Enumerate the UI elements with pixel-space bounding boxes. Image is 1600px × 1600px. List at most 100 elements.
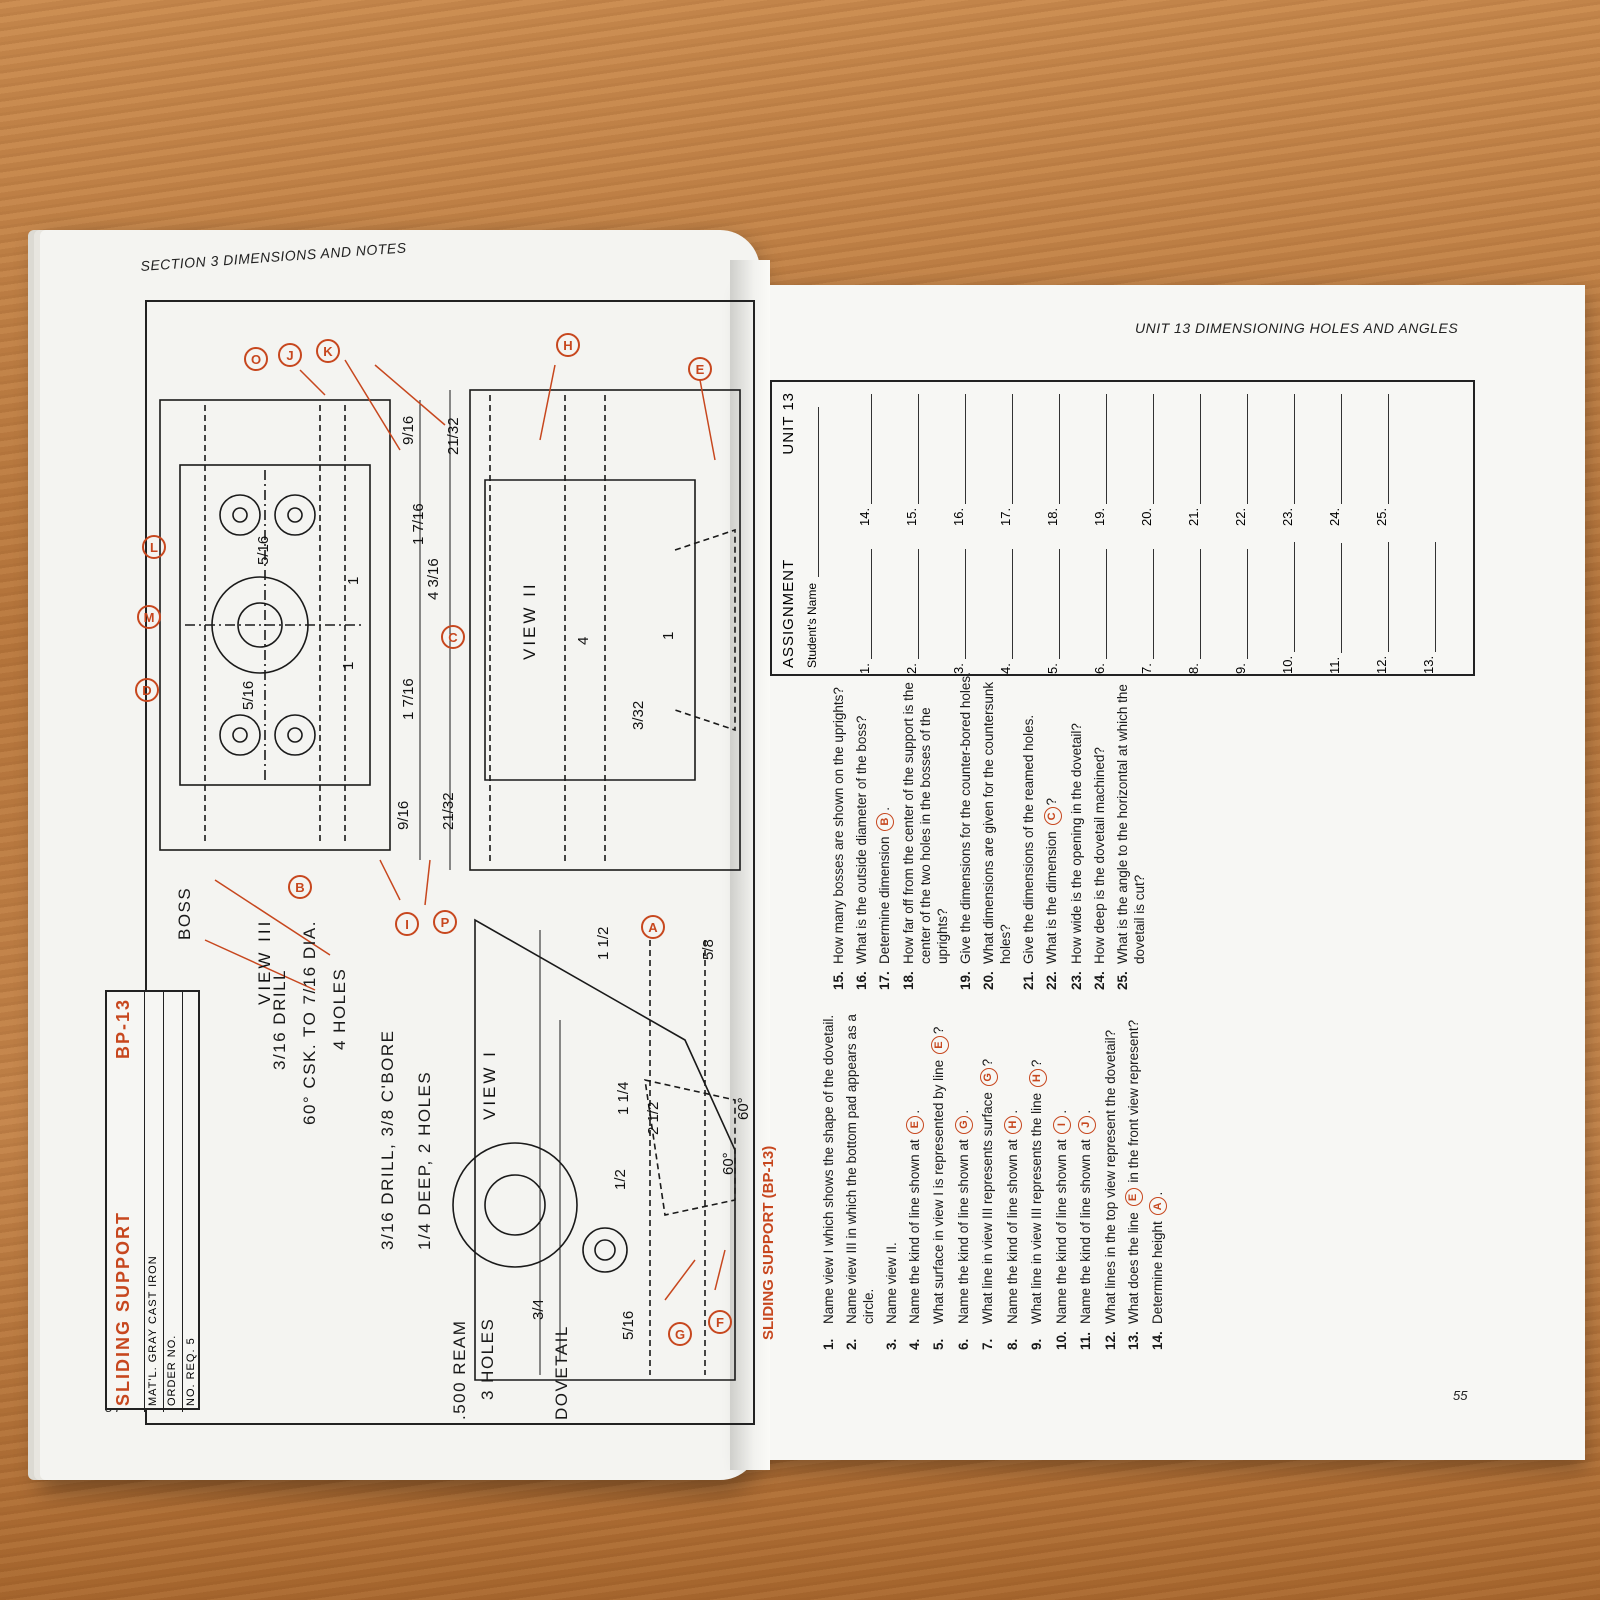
callout-f: F	[708, 1310, 732, 1334]
inline-callout: G	[955, 1115, 974, 1134]
answer-line[interactable]	[1281, 393, 1295, 504]
callout-b: B	[288, 875, 312, 899]
answer-line[interactable]	[952, 393, 966, 504]
answer-line[interactable]	[1422, 541, 1436, 652]
answer-blank: 13.	[1389, 530, 1436, 678]
assignment-title: ASSIGNMENT	[780, 558, 797, 668]
question-number: 1.	[821, 1338, 836, 1350]
question-number: 17.	[877, 971, 892, 990]
question-text: What lines in the top view represent the…	[1102, 1029, 1118, 1324]
view3-label: VIEW III	[255, 918, 274, 1005]
question-item: 21.Give the dimensions of the reamed hol…	[1020, 650, 1037, 990]
answer-line[interactable]	[1328, 393, 1342, 504]
answer-line[interactable]	[858, 549, 872, 660]
answer-line[interactable]	[1140, 549, 1154, 660]
note-drill-cbore-deep: 1/4 DEEP, 2 HOLES	[415, 1070, 434, 1250]
answer-number: 12.	[1374, 655, 1389, 674]
question-item: 23.How wide is the opening in the doveta…	[1068, 650, 1085, 990]
questions-column-1: 1. Name view I which shows the shape of t…	[820, 1010, 1173, 1350]
right-page-header: UNIT 13 DIMENSIONING HOLES AND ANGLES	[1135, 320, 1459, 336]
question-item: 14.Determine height A.	[1149, 1010, 1168, 1350]
answer-line[interactable]	[1187, 393, 1201, 504]
answer-number: 18.	[1045, 507, 1060, 526]
answer-number: 21.	[1186, 507, 1201, 526]
dim-1-7-16-b: 1 7/16	[410, 503, 427, 545]
view2-outline	[469, 389, 741, 871]
question-item: 25.What is the angle to the horizontal a…	[1114, 650, 1148, 990]
note-dovetail: DOVETAIL	[552, 1325, 571, 1420]
question-number: 11.	[1078, 1331, 1094, 1350]
question-item: 13.What does the line E in the front vie…	[1124, 1010, 1143, 1350]
view3-pad	[179, 464, 371, 786]
question-number: 8.	[1004, 1338, 1020, 1350]
answer-line[interactable]	[858, 393, 872, 504]
answer-line[interactable]	[1046, 549, 1060, 660]
material-label: MAT'L.	[147, 1366, 159, 1406]
inline-callout: C	[1043, 807, 1062, 826]
answer-line[interactable]	[999, 549, 1013, 660]
answer-blank: 11.	[1295, 530, 1342, 678]
answer-line[interactable]	[1328, 542, 1342, 653]
question-item: 18.How far off from the center of the su…	[900, 650, 951, 990]
answer-number: 19.	[1092, 507, 1107, 526]
question-text: Name view I which shows the shape of the…	[821, 1014, 836, 1324]
note-ream-holes: 3 HOLES	[478, 1317, 497, 1400]
answer-line[interactable]	[1187, 549, 1201, 660]
question-number: 18.	[901, 971, 917, 990]
student-name-field[interactable]	[805, 406, 819, 577]
question-number: 25.	[1114, 971, 1130, 990]
dim-5-16-a: 5/16	[240, 680, 257, 710]
question-item: 8.Name the kind of line shown at H.	[1004, 1010, 1023, 1350]
dim-2-1-2: 2 1/2	[645, 1101, 662, 1135]
answer-number: 9.	[1233, 663, 1248, 674]
answer-number: 15.	[904, 507, 919, 526]
answer-line[interactable]	[952, 549, 966, 660]
answer-line[interactable]	[999, 393, 1013, 504]
dim-60-a: 60°	[720, 1152, 737, 1175]
dim-1-1-4: 1 1/4	[615, 1081, 632, 1115]
answer-line[interactable]	[1375, 393, 1389, 504]
inline-callout: A	[1149, 1197, 1168, 1216]
answer-line[interactable]	[1234, 393, 1248, 504]
callout-a: A	[641, 915, 665, 939]
answer-number: 25.	[1374, 507, 1389, 526]
callout-j: J	[278, 343, 302, 367]
dim-1-c: 1	[660, 631, 677, 640]
question-item: 12.What lines in the top view represent …	[1102, 1010, 1119, 1350]
question-text: Determine height A.	[1149, 1192, 1168, 1324]
answer-number: 14.	[857, 507, 872, 526]
question-number: 10.	[1053, 1331, 1069, 1350]
question-text: Give the dimensions of the reamed holes.	[1021, 714, 1037, 964]
callout-e: E	[688, 357, 712, 381]
answer-line[interactable]	[905, 393, 919, 504]
dim-4-3-16: 4 3/16	[425, 558, 442, 600]
question-text: Name the kind of line shown at E.	[906, 1110, 925, 1324]
question-text: What line in view III represents the lin…	[1028, 1060, 1047, 1324]
answer-line[interactable]	[1234, 549, 1248, 660]
answer-line[interactable]	[1140, 393, 1154, 504]
answer-line[interactable]	[1046, 393, 1060, 504]
question-text: Determine dimension B.	[876, 807, 895, 964]
inline-callout: E	[930, 1036, 949, 1055]
answer-blank: 5.	[1013, 530, 1060, 678]
answer-number: 5.	[1045, 663, 1060, 674]
question-number: 19.	[958, 971, 974, 990]
question-number: 20.	[981, 971, 997, 990]
callout-c: C	[441, 625, 465, 649]
answer-line[interactable]	[905, 549, 919, 660]
answer-line[interactable]	[1093, 549, 1107, 660]
answer-number: 16.	[951, 507, 966, 526]
dim-4: 4	[575, 636, 592, 645]
book-spine	[730, 260, 770, 1470]
answer-line[interactable]	[1281, 541, 1295, 652]
hole-1	[219, 494, 261, 536]
answer-line[interactable]	[1375, 541, 1389, 652]
answer-blank: 17.	[966, 382, 1013, 530]
answer-line[interactable]	[1093, 393, 1107, 504]
question-number: 2.	[844, 1338, 859, 1350]
question-item: 5.What surface in view I is represented …	[930, 1010, 949, 1350]
drawing-title: SLIDING SUPPORT	[113, 1210, 133, 1406]
question-number: 23.	[1068, 971, 1084, 990]
